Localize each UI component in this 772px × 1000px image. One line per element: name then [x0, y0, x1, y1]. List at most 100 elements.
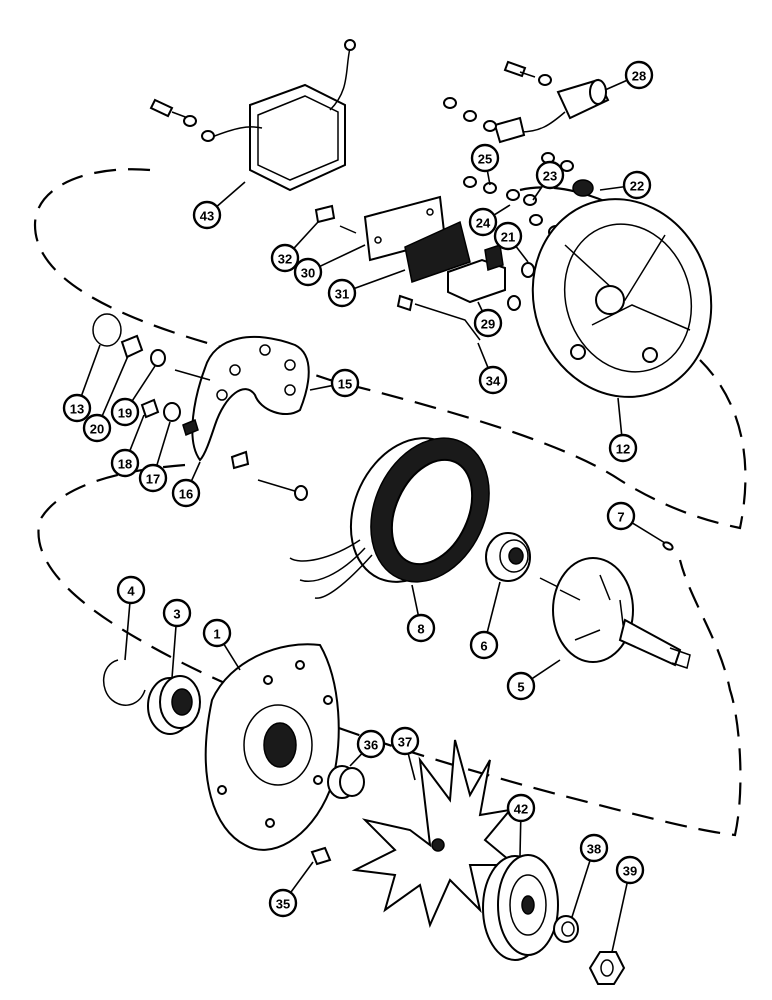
callout-circle — [615, 855, 645, 885]
callout-number: 31 — [335, 287, 349, 302]
callout-28: 28 — [604, 60, 654, 91]
callout-number: 32 — [278, 252, 292, 267]
callout-leader — [571, 860, 591, 918]
callout-leader — [156, 421, 171, 466]
callout-leader — [493, 204, 511, 216]
callout-circle — [535, 160, 565, 190]
capacitor-28 — [443, 60, 610, 172]
brush-holder-29 — [396, 244, 506, 341]
callout-number: 37 — [398, 735, 412, 750]
callout-circle — [268, 888, 298, 918]
callout-number: 20 — [90, 422, 104, 437]
callout-circle — [171, 478, 201, 508]
callout-circle — [82, 413, 112, 443]
callout-number: 39 — [623, 864, 637, 879]
callout-number: 5 — [517, 680, 524, 695]
brush-plate-30-31-32 — [314, 195, 471, 283]
callout-number: 43 — [200, 209, 214, 224]
callout-5: 5 — [506, 659, 561, 701]
callout-circle — [356, 729, 386, 759]
callout-number: 30 — [301, 266, 315, 281]
callout-leader — [216, 181, 246, 208]
callout-12: 12 — [608, 397, 638, 463]
callout-32: 32 — [270, 221, 319, 273]
callout-leader — [532, 185, 544, 201]
nut-39 — [588, 951, 626, 985]
callout-leader — [223, 643, 241, 671]
nut-35 — [310, 846, 332, 866]
callout-number: 21 — [501, 230, 515, 245]
callout-23: 23 — [532, 160, 565, 201]
callout-leader — [515, 245, 529, 263]
callout-leader — [309, 384, 333, 391]
callout-number: 12 — [616, 442, 630, 457]
callout-circle — [606, 501, 636, 531]
callout-17: 17 — [138, 421, 171, 493]
callout-leader — [631, 522, 666, 544]
callout-13: 13 — [62, 344, 101, 423]
stator-8 — [289, 437, 490, 599]
callout-18: 18 — [110, 414, 145, 478]
callout-circle — [624, 60, 654, 90]
callout-circle — [469, 630, 499, 660]
callout-number: 17 — [146, 472, 160, 487]
callout-leader — [617, 397, 623, 436]
callout-leader — [411, 584, 420, 616]
callout-1: 1 — [202, 618, 241, 671]
callout-leader — [477, 301, 484, 312]
callout-number: 6 — [480, 639, 487, 654]
callout-circle — [493, 221, 523, 251]
callout-number: 1 — [213, 627, 220, 642]
callout-leader — [124, 602, 131, 661]
callout-number: 23 — [543, 169, 557, 184]
callout-31: 31 — [327, 269, 406, 308]
spacer-36 — [327, 765, 365, 799]
callout-3: 3 — [162, 598, 192, 679]
callout-leader — [486, 581, 501, 633]
callout-number: 34 — [486, 374, 501, 389]
end-frame-12 — [531, 198, 713, 398]
callout-6: 6 — [469, 581, 501, 660]
callout-35: 35 — [268, 861, 314, 918]
callout-leader — [101, 355, 129, 417]
callout-20: 20 — [82, 355, 129, 443]
callout-circle — [192, 200, 222, 230]
callout-leader — [349, 752, 363, 767]
callout-circle — [468, 207, 498, 237]
callout-circle — [478, 365, 508, 395]
callout-circle — [138, 463, 168, 493]
callout-leader — [407, 753, 416, 781]
callout-leader — [190, 461, 201, 482]
callout-15: 15 — [309, 368, 360, 398]
callout-leader — [486, 170, 491, 186]
callout-leader — [129, 414, 145, 452]
callout-circle — [473, 308, 503, 338]
rotor-5 — [539, 557, 691, 669]
callout-leader — [599, 185, 625, 191]
callout-leader — [171, 625, 177, 679]
callout-29: 29 — [473, 301, 503, 338]
regulator-43 — [149, 39, 356, 192]
callout-25: 25 — [470, 143, 500, 186]
callout-19: 19 — [110, 365, 156, 427]
callout-8: 8 — [406, 584, 436, 643]
callout-30: 30 — [293, 244, 366, 287]
callout-number: 16 — [179, 487, 193, 502]
callout-36: 36 — [349, 729, 386, 767]
callout-leader — [353, 269, 406, 290]
callout-number: 24 — [476, 216, 491, 231]
callout-number: 42 — [514, 802, 528, 817]
callout-circle — [293, 257, 323, 287]
callout-circle — [270, 243, 300, 273]
callout-circle — [608, 433, 638, 463]
callout-circle — [327, 278, 357, 308]
callout-42: 42 — [506, 793, 536, 857]
snap-ring-4 — [103, 659, 146, 706]
callout-number: 28 — [632, 69, 646, 84]
callout-circle — [506, 671, 536, 701]
callout-circle — [579, 833, 609, 863]
callout-circle — [62, 393, 92, 423]
drive-end-frame-1 — [204, 643, 340, 851]
pin-7 — [662, 541, 674, 551]
